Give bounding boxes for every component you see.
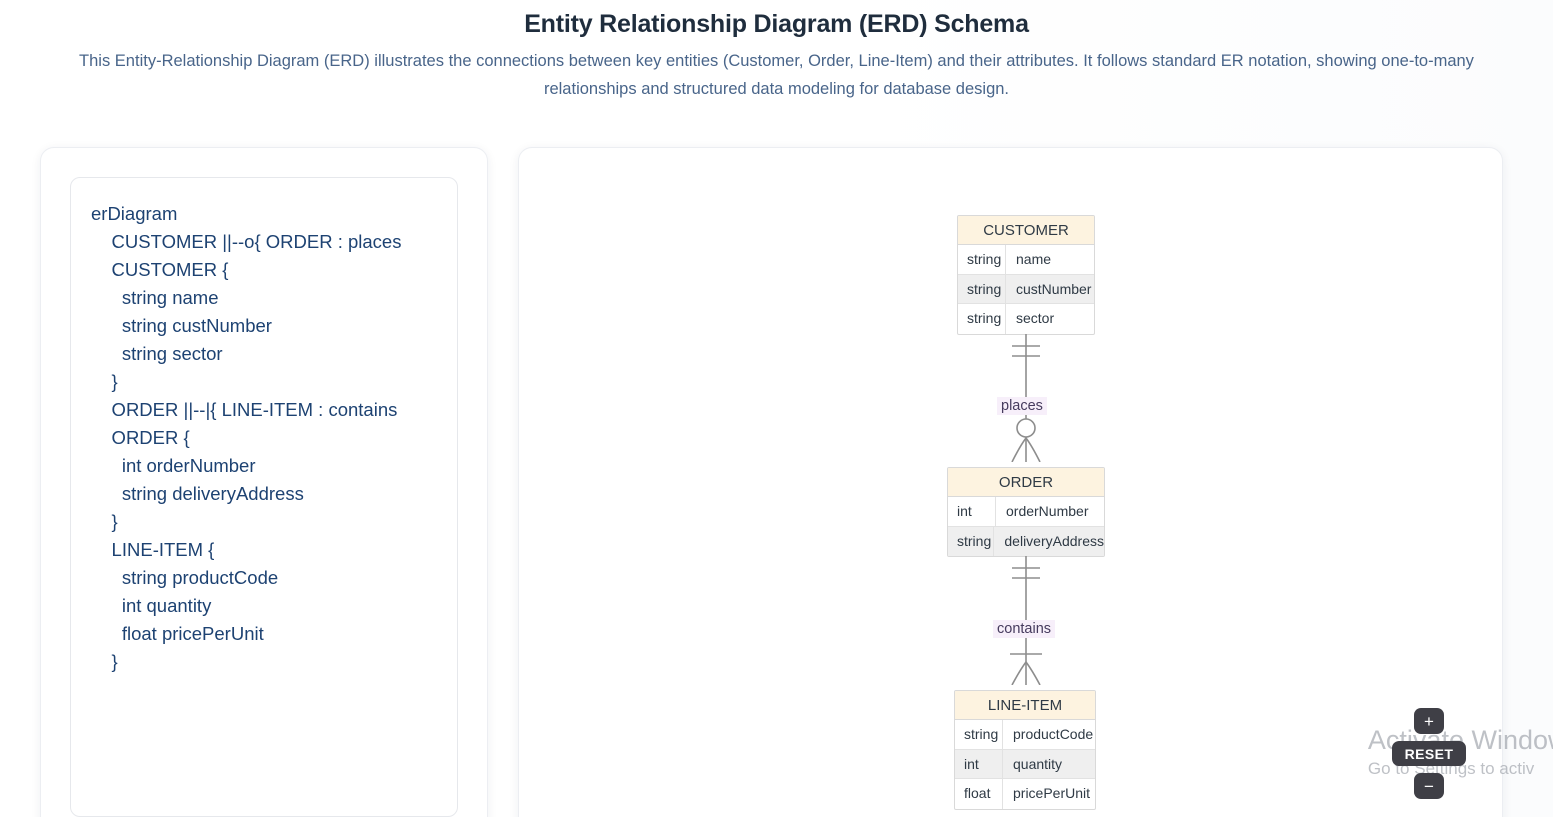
attr-type: int: [955, 749, 1003, 778]
attr-type: int: [948, 497, 996, 526]
erd-canvas[interactable]: CUSTOMER string name string custNumber s…: [519, 148, 1502, 817]
attr-name: custNumber: [1016, 280, 1092, 297]
entity-customer[interactable]: CUSTOMER string name string custNumber s…: [957, 215, 1095, 335]
table-row: string sector: [958, 304, 1094, 334]
attr-name: name: [1016, 251, 1052, 267]
attr-name: deliveryAddress: [1004, 532, 1104, 549]
entity-customer-title: CUSTOMER: [958, 216, 1094, 245]
code-box[interactable]: erDiagram CUSTOMER ||--o{ ORDER : places…: [70, 177, 458, 817]
attr-name: productCode: [1013, 726, 1094, 742]
zoom-reset-button[interactable]: RESET: [1392, 741, 1466, 766]
table-row: int orderNumber: [948, 497, 1104, 527]
attr-name: orderNumber: [1006, 503, 1089, 519]
attr-type: string: [958, 304, 1006, 334]
attr-name: pricePerUnit: [1013, 785, 1091, 801]
table-row: float pricePerUnit: [955, 779, 1095, 809]
attr-name: quantity: [1013, 755, 1063, 772]
table-row: int quantity: [955, 749, 1095, 779]
attr-type: string: [955, 720, 1003, 749]
attr-name: sector: [1016, 310, 1055, 326]
code-card: erDiagram CUSTOMER ||--o{ ORDER : places…: [40, 147, 488, 817]
entity-order[interactable]: ORDER int orderNumber string deliveryAdd…: [947, 467, 1105, 557]
page-subtitle: This Entity-Relationship Diagram (ERD) i…: [79, 52, 1474, 98]
table-row: string name: [958, 245, 1094, 275]
cards-row: erDiagram CUSTOMER ||--o{ ORDER : places…: [0, 147, 1553, 817]
zoom-out-button[interactable]: −: [1414, 773, 1444, 799]
page-title: Entity Relationship Diagram (ERD) Schema: [524, 10, 1029, 38]
entity-line-item-title: LINE-ITEM: [955, 691, 1095, 720]
relationship-label-places: places: [997, 397, 1047, 415]
mermaid-source: erDiagram CUSTOMER ||--o{ ORDER : places…: [91, 203, 402, 672]
attr-type: string: [948, 526, 995, 556]
zoom-in-button[interactable]: +: [1414, 708, 1444, 734]
attr-type: string: [958, 245, 1006, 274]
zoom-controls: + RESET −: [1392, 708, 1466, 799]
attr-type: float: [955, 779, 1003, 809]
table-row: string deliveryAddress: [948, 526, 1104, 556]
diagram-card: CUSTOMER string name string custNumber s…: [518, 147, 1503, 817]
relationship-label-contains: contains: [993, 620, 1056, 638]
entity-order-title: ORDER: [948, 468, 1104, 497]
table-row: string productCode: [955, 720, 1095, 750]
table-row: string custNumber: [958, 274, 1094, 304]
attr-type: string: [958, 274, 1006, 303]
entity-line-item[interactable]: LINE-ITEM string productCode int quantit…: [954, 690, 1096, 810]
